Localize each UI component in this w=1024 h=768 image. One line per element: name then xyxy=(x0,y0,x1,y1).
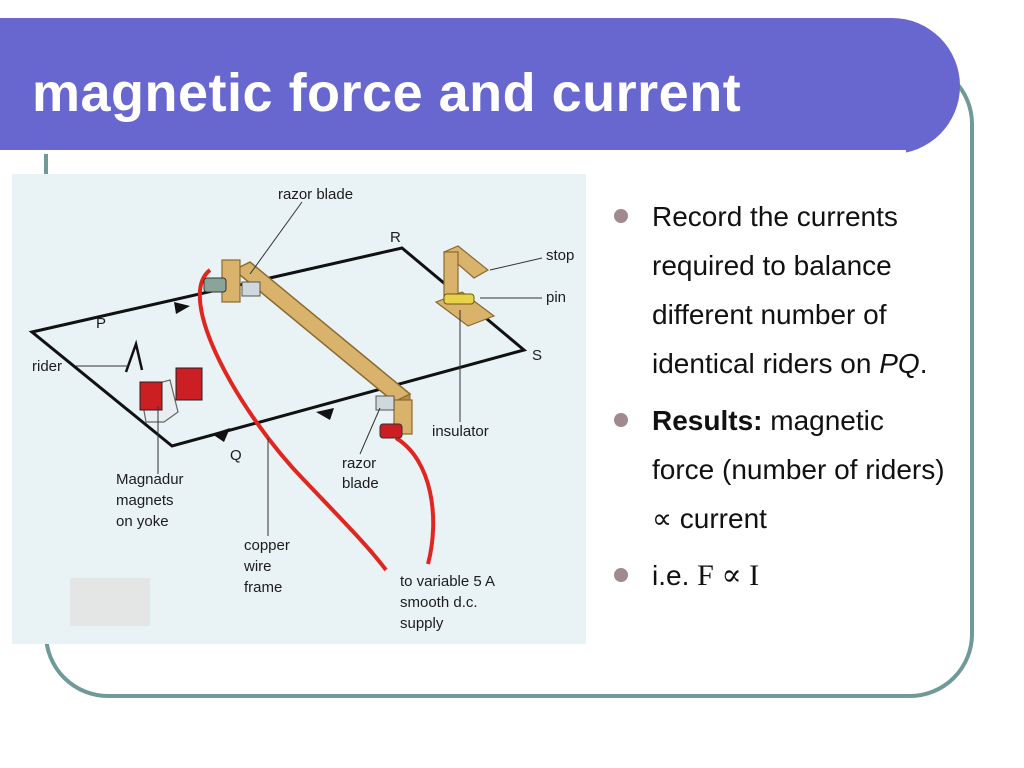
bullet-list: Record the currents required to balance … xyxy=(612,192,952,608)
bullet-1-tail: . xyxy=(919,348,928,379)
label-supply-3: supply xyxy=(400,615,444,632)
bullet-2-bold: Results: xyxy=(652,405,763,436)
bullet-formula: i.e. F ∝ I xyxy=(612,551,952,600)
label-frame-2: wire xyxy=(243,558,272,575)
label-R: R xyxy=(390,229,401,246)
label-razor-blade-top: razor blade xyxy=(278,186,353,203)
apparatus-diagram: razor blade R stop pin P S rider insulat… xyxy=(12,174,586,644)
title-bar: magnetic force and current xyxy=(0,18,960,154)
bullet-1-text: Record the currents required to balance … xyxy=(652,201,898,379)
leader-stop xyxy=(489,257,543,271)
copper-wire-frame xyxy=(28,246,528,448)
label-razor-bottom-1: razor xyxy=(342,455,376,472)
magnet-left xyxy=(139,381,163,411)
frame-arrow-left xyxy=(212,428,230,442)
label-magnets-2: magnets xyxy=(116,492,174,509)
leader-razor-top xyxy=(249,201,303,275)
label-S: S xyxy=(532,347,542,364)
razor-blade-top-part xyxy=(241,281,261,297)
bullet-3-formula: F ∝ I xyxy=(697,559,760,592)
bullet-1-italic: PQ xyxy=(879,348,920,379)
razor-blade-bottom-part xyxy=(375,395,395,411)
bullet-dot-icon xyxy=(614,209,628,223)
label-insulator: insulator xyxy=(432,423,489,440)
apparatus-svg: razor blade R stop pin P S rider insulat… xyxy=(28,186,574,632)
label-razor-bottom-2: blade xyxy=(342,475,379,492)
label-Q: Q xyxy=(230,447,242,464)
label-P: P xyxy=(96,315,106,332)
label-magnets-1: Magnadur xyxy=(116,471,184,488)
bullet-dot-icon xyxy=(614,413,628,427)
slide-title: magnetic force and current xyxy=(32,63,742,123)
bullet-2-text: magnetic force (number of riders) ∝ curr… xyxy=(652,405,945,534)
supply-wire-right xyxy=(394,436,436,565)
rider-shape xyxy=(124,339,144,373)
label-rider: rider xyxy=(32,358,62,375)
label-frame-3: frame xyxy=(244,579,282,596)
label-supply-2: smooth d.c. xyxy=(400,594,478,611)
bullet-results: Results: magnetic force (number of rider… xyxy=(612,396,952,543)
label-stop: stop xyxy=(546,247,574,264)
label-pin: pin xyxy=(546,289,566,306)
magnet-right xyxy=(175,367,203,401)
label-magnets-3: on yoke xyxy=(116,513,169,530)
leader-razor-bottom xyxy=(359,407,381,455)
frame-arrow-bottom xyxy=(316,408,334,420)
bullet-dot-icon xyxy=(614,568,628,582)
frame-arrow-top xyxy=(174,302,190,314)
supply-wire-left xyxy=(197,268,388,572)
terminal-left xyxy=(203,277,227,293)
pin-insulator xyxy=(443,293,475,305)
bullet-record-currents: Record the currents required to balance … xyxy=(612,192,952,388)
grey-patch xyxy=(70,578,150,626)
bullet-3-text: i.e. xyxy=(652,560,698,591)
terminal-right xyxy=(379,423,403,439)
title-underline xyxy=(0,150,906,154)
label-supply-1: to variable 5 A xyxy=(400,573,495,590)
label-frame-1: copper xyxy=(244,537,290,554)
